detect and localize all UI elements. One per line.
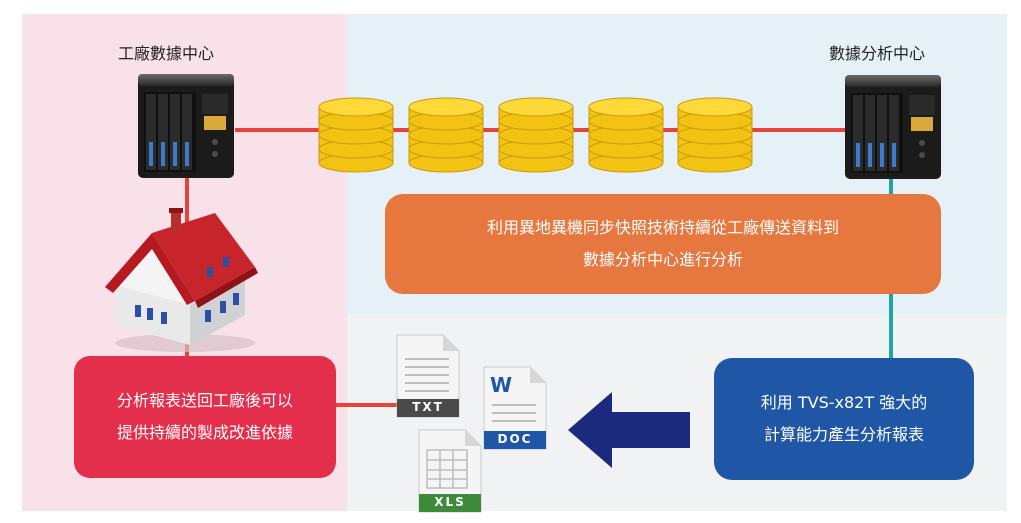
compute-description-box: 利用 TVS-x82T 強大的 計算能力產生分析報表 — [714, 358, 974, 480]
return-description-box: 分析報表送回工廠後可以 提供持續的製成改進依據 — [74, 356, 336, 478]
data-stack-icon — [408, 97, 484, 173]
sync-line-2: 數據分析中心進行分析 — [582, 250, 743, 269]
data-stack-icon — [318, 97, 394, 173]
red-box-to-files-line — [336, 403, 402, 407]
word-mark: W — [490, 373, 513, 397]
txt-file-icon: TXT — [393, 333, 463, 419]
analysis-to-sync-line — [889, 178, 893, 196]
data-stack-icon — [677, 97, 753, 173]
sync-description-box: 利用異地異機同步快照技術持續從工廠傳送資料到 數據分析中心進行分析 — [385, 194, 941, 294]
analysis-center-label: 數據分析中心 — [829, 44, 926, 63]
compute-line-1: 利用 TVS-x82T 強大的 — [760, 393, 928, 412]
factory-center-label: 工廠數據中心 — [118, 44, 215, 63]
txt-file-label: TXT — [412, 400, 444, 414]
house-icon — [105, 208, 258, 352]
sync-to-compute-line — [889, 294, 893, 358]
sync-line-1: 利用異地異機同步快照技術持續從工廠傳送資料到 — [486, 218, 839, 237]
data-stack-icon — [588, 97, 664, 173]
xls-file-icon: XLS — [415, 428, 485, 514]
left-arrow-icon — [568, 392, 690, 468]
compute-line-2: 計算能力產生分析報表 — [763, 425, 924, 444]
return-line-2: 提供持續的製成改進依據 — [116, 423, 293, 442]
nas-server-icon — [845, 75, 941, 179]
doc-file-label: DOC — [497, 432, 533, 446]
xls-file-label: XLS — [434, 495, 466, 509]
return-line-1: 分析報表送回工廠後可以 — [116, 391, 293, 410]
nas-server-icon — [138, 74, 234, 178]
doc-file-icon: W DOC — [480, 365, 550, 451]
data-stack-icon — [498, 97, 574, 173]
